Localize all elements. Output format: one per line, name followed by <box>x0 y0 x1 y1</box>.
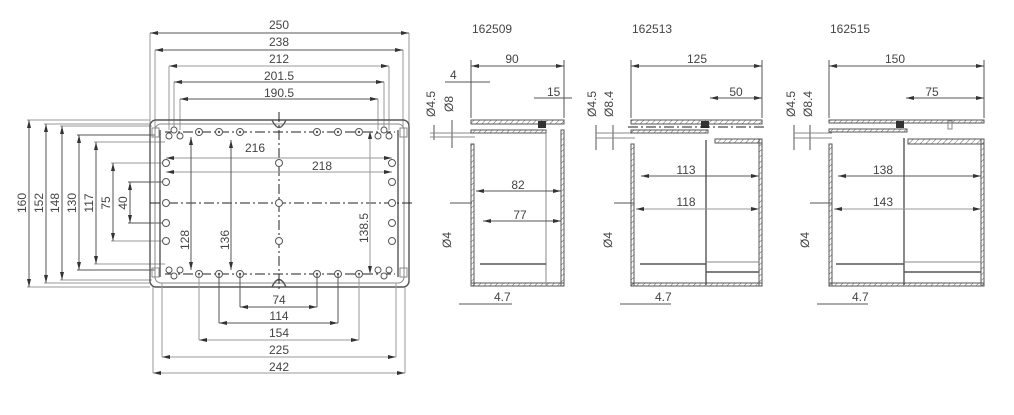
model-label-162513: 162513 <box>632 22 672 36</box>
inner-dimensions: 216 218 128 136 138.5 <box>166 131 392 274</box>
dim-114: 114 <box>269 309 288 323</box>
dim-148: 148 <box>48 193 62 213</box>
hole-row-top <box>195 128 363 136</box>
dim-160: 160 <box>15 193 29 213</box>
dim-inner-143: 143 <box>873 195 893 209</box>
hole-column-right <box>388 159 396 245</box>
dim-dia-4-5: Ø4.5 <box>784 91 798 117</box>
dim-dia-4: Ø4 <box>440 232 454 248</box>
dim-dia-4-5: Ø4.5 <box>585 91 599 117</box>
side-view-162513: 162513 125 50 Ø4.5 Ø8.4 113 118 Ø4 4.7 <box>585 22 765 305</box>
side-view-162515: 162515 150 75 Ø4.5 Ø8.4 138 143 Ø4 4.7 <box>784 22 985 305</box>
hole-column-center <box>275 159 283 245</box>
dim-dia-8: Ø8 <box>442 96 456 112</box>
dim-dia-4: Ø4 <box>601 232 615 248</box>
dim-201-5: 201.5 <box>264 69 294 83</box>
dim-40: 40 <box>116 196 130 210</box>
dim-225: 225 <box>269 343 289 357</box>
dim-218: 218 <box>312 159 332 173</box>
dim-dia-4: Ø4 <box>798 232 812 248</box>
dim-lid-75: 75 <box>925 85 939 99</box>
dim-117: 117 <box>82 193 96 212</box>
dim-130: 130 <box>65 193 79 213</box>
dim-wall-4: 4 <box>450 68 457 82</box>
bottom-dimension-stack: 74 114 154 225 242 <box>152 274 406 375</box>
dim-lid-15: 15 <box>547 85 561 99</box>
dim-138-5: 138.5 <box>357 213 371 243</box>
dim-inner-77: 77 <box>513 208 527 222</box>
mounting-holes <box>151 126 408 280</box>
dim-75: 75 <box>99 196 113 210</box>
model-label-162509: 162509 <box>472 22 512 36</box>
dim-154: 154 <box>269 326 289 340</box>
model-label-162515: 162515 <box>830 22 870 36</box>
dim-overall-150: 150 <box>885 52 905 66</box>
dim-136: 136 <box>218 230 232 250</box>
dim-inner-118: 118 <box>676 195 695 209</box>
top-view: 250 238 212 201.5 190.5 160 <box>15 18 415 375</box>
dim-216: 216 <box>245 141 265 155</box>
dim-wall-4-7: 4.7 <box>494 290 511 304</box>
hole-column-left <box>162 159 170 245</box>
dim-74: 74 <box>272 293 286 307</box>
dim-wall-4-7: 4.7 <box>852 290 869 304</box>
dim-dia-8-4: Ø8.4 <box>602 91 616 117</box>
dim-152: 152 <box>32 193 46 213</box>
dim-242: 242 <box>269 360 289 374</box>
dim-inner-82: 82 <box>511 178 525 192</box>
left-dimension-stack: 160 152 148 130 117 75 40 <box>15 119 165 288</box>
dim-128: 128 <box>178 230 192 250</box>
dim-dia-4-5: Ø4.5 <box>424 91 438 117</box>
corner-screw-groups <box>151 126 408 280</box>
side-view-162509: 162509 90 4 15 Ø4.5 Ø8 82 77 Ø4 4.7 <box>424 22 572 305</box>
dim-212: 212 <box>269 52 289 66</box>
dim-inner-138: 138 <box>873 163 893 177</box>
dim-dia-8-4: Ø8.4 <box>801 91 815 117</box>
dim-overall-90: 90 <box>505 52 519 66</box>
dim-250: 250 <box>269 18 289 32</box>
dim-overall-125: 125 <box>687 52 707 66</box>
dim-inner-113: 113 <box>676 163 695 177</box>
dim-lid-50: 50 <box>729 85 743 99</box>
dim-wall-4-7: 4.7 <box>655 290 672 304</box>
dim-238: 238 <box>269 35 289 49</box>
dim-190-5: 190.5 <box>264 86 294 100</box>
